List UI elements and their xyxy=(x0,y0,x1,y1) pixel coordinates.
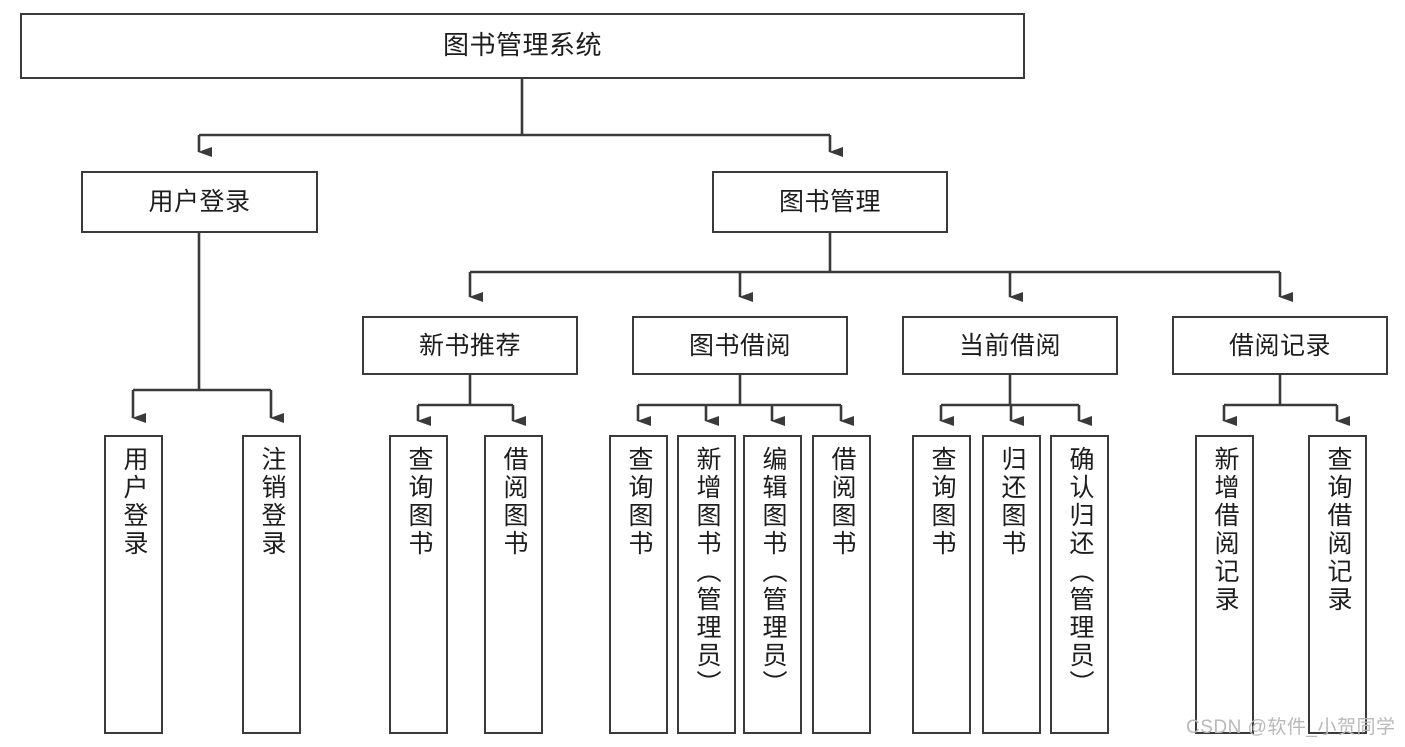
node-root-library-system[interactable]: 图书管理系统 xyxy=(20,13,1025,79)
leaf-newbook-query-book[interactable]: 查询图书 xyxy=(389,435,448,734)
node-label: 查询借阅记录 xyxy=(1324,446,1352,614)
leaf-borrow-edit-book-admin[interactable]: 编辑图书（管理员） xyxy=(743,435,802,734)
node-label: 用户登录 xyxy=(120,446,148,558)
leaf-newbook-borrow-book[interactable]: 借阅图书 xyxy=(484,435,543,734)
node-label: 图书管理 xyxy=(778,188,881,216)
node-label: 图书借阅 xyxy=(688,331,791,360)
node-user-login[interactable]: 用户登录 xyxy=(81,171,318,233)
node-book-management[interactable]: 图书管理 xyxy=(712,171,948,233)
node-label: 新增借阅记录 xyxy=(1211,446,1239,614)
node-label: 新增图书（管理员） xyxy=(693,446,721,698)
leaf-record-query-record[interactable]: 查询借阅记录 xyxy=(1308,435,1367,734)
node-label: 当前借阅 xyxy=(958,331,1061,360)
node-label: 查询图书 xyxy=(928,446,956,558)
leaf-current-query-book[interactable]: 查询图书 xyxy=(912,435,971,734)
node-new-book-recommend[interactable]: 新书推荐 xyxy=(362,316,578,375)
node-label: 借阅图书 xyxy=(828,446,856,558)
node-label: 编辑图书（管理员） xyxy=(759,446,787,698)
node-label: 确认归还（管理员） xyxy=(1066,446,1094,698)
node-label: 归还图书 xyxy=(998,446,1026,558)
leaf-current-confirm-return-admin[interactable]: 确认归还（管理员） xyxy=(1050,435,1109,734)
leaf-user-login-signin[interactable]: 用户登录 xyxy=(104,435,163,734)
leaf-current-return-book[interactable]: 归还图书 xyxy=(982,435,1041,734)
leaf-borrow-borrow-book[interactable]: 借阅图书 xyxy=(812,435,871,734)
node-label: 查询图书 xyxy=(405,446,433,558)
node-label: 查询图书 xyxy=(625,446,653,558)
node-label: 新书推荐 xyxy=(418,331,521,360)
node-label: 图书管理系统 xyxy=(442,30,602,61)
node-label: 用户登录 xyxy=(148,188,251,216)
leaf-borrow-add-book-admin[interactable]: 新增图书（管理员） xyxy=(677,435,736,734)
leaf-user-login-signout[interactable]: 注销登录 xyxy=(242,435,301,734)
node-label: 借阅图书 xyxy=(500,446,528,558)
node-label: 借阅记录 xyxy=(1228,331,1331,360)
leaf-record-add-record[interactable]: 新增借阅记录 xyxy=(1195,435,1254,734)
csdn-watermark: CSDN @软件_小贺同学 xyxy=(1186,717,1396,738)
node-current-borrow[interactable]: 当前借阅 xyxy=(902,316,1118,375)
node-label: 注销登录 xyxy=(258,446,286,558)
leaf-borrow-query-book[interactable]: 查询图书 xyxy=(609,435,668,734)
node-borrow-record[interactable]: 借阅记录 xyxy=(1172,316,1388,375)
node-book-borrow[interactable]: 图书借阅 xyxy=(632,316,848,375)
